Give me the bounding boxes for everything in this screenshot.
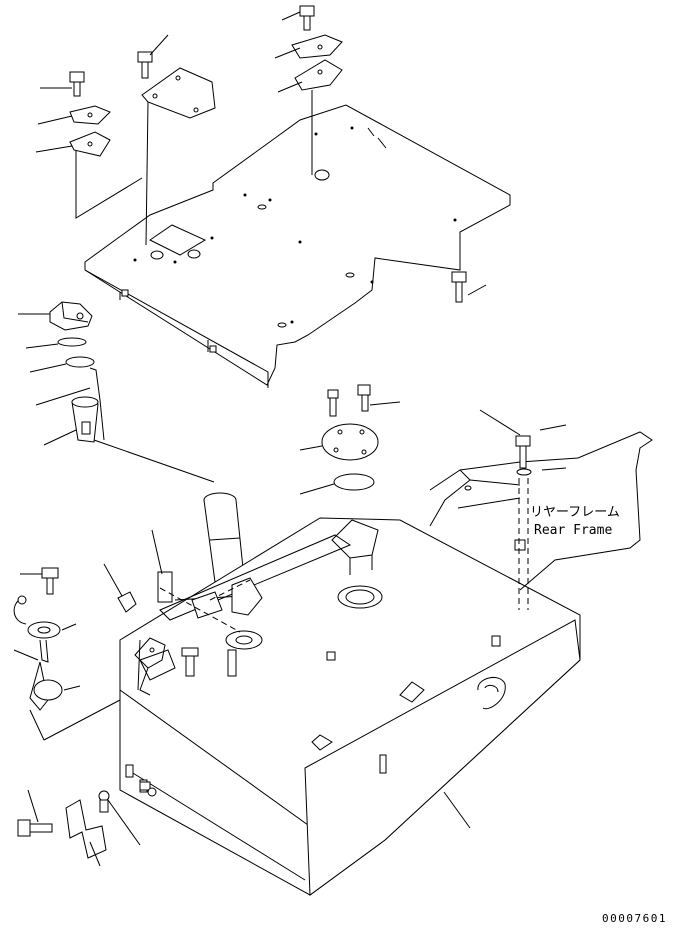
tank-cap-plate bbox=[299, 423, 379, 461]
cover-plate bbox=[141, 67, 216, 246]
bottom-fitting bbox=[98, 781, 157, 846]
gasket-small bbox=[25, 337, 87, 349]
plate-top-right bbox=[274, 34, 343, 175]
rear-frame-label-en: Rear Frame bbox=[534, 523, 612, 538]
sender-top bbox=[327, 384, 401, 417]
o-ring bbox=[29, 356, 95, 373]
bracket-mid-left bbox=[151, 529, 173, 603]
bolt-top-center bbox=[137, 34, 169, 79]
tank-strap bbox=[159, 534, 352, 621]
tank-cap-gasket bbox=[299, 473, 375, 495]
bolt-top-right bbox=[281, 5, 315, 31]
plug-left bbox=[103, 563, 137, 613]
rear-frame-bolt bbox=[515, 435, 532, 610]
filler-rod bbox=[35, 367, 105, 441]
drawing-number: 00007601 bbox=[602, 912, 667, 925]
filler-cap bbox=[18, 301, 93, 331]
bolt-plate-right bbox=[451, 271, 487, 303]
bottom-bracket bbox=[17, 789, 107, 867]
bolt-top-left bbox=[40, 71, 85, 97]
floor-plate bbox=[84, 104, 511, 388]
gauge-gasket bbox=[29, 679, 121, 741]
gauge-bolt bbox=[20, 567, 59, 595]
rear-frame-label-jp: リヤーフレーム bbox=[530, 505, 620, 520]
fuel-tank bbox=[119, 517, 581, 896]
sender-unit-tank bbox=[139, 630, 263, 681]
filler-neck-pipe bbox=[203, 492, 245, 583]
strainer bbox=[43, 396, 215, 483]
plates-top-left bbox=[35, 105, 143, 219]
rear-frame bbox=[429, 409, 653, 591]
